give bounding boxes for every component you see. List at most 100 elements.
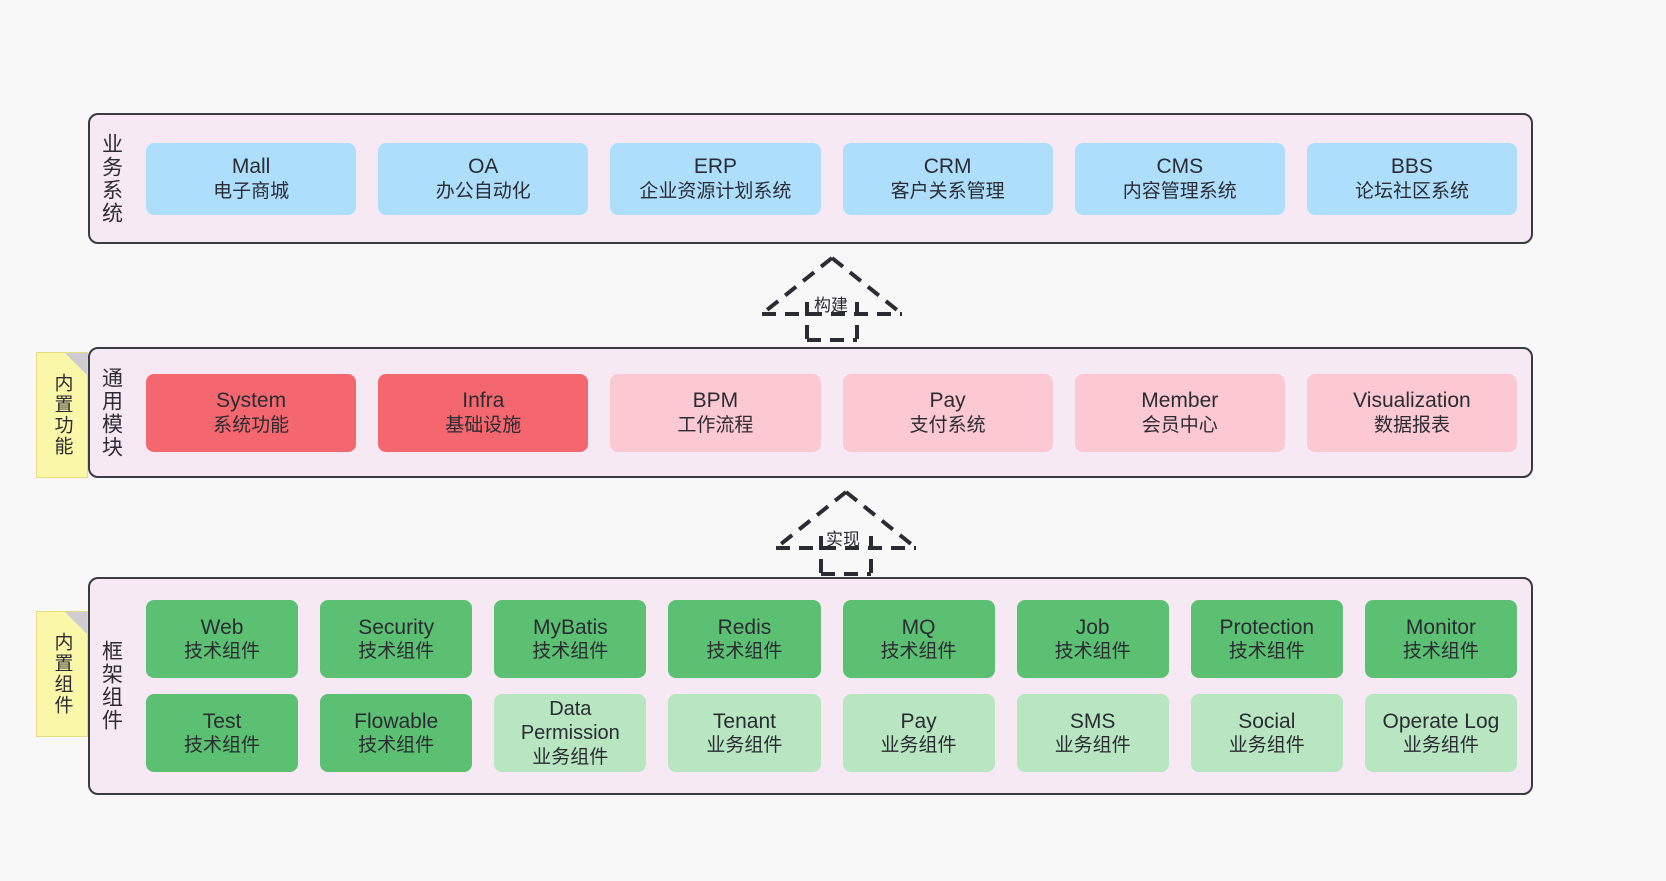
layer-business-systems: 业务系统 Mall 电子商城 OA 办公自动化 ERP 企业资源计划系统 CRM… (88, 113, 1533, 244)
module-oa-en: OA (468, 155, 499, 179)
component-redis-en: Redis (717, 615, 772, 639)
layer-common-modules: 通用模块 System 系统功能 Infra 基础设施 BPM 工作流程 Pay… (88, 347, 1533, 478)
component-monitor-en: Monitor (1405, 615, 1476, 639)
component-protection-cn: 技术组件 (1228, 641, 1305, 663)
layer-framework-title: 框架组件 (99, 640, 123, 732)
module-infra[interactable]: Infra 基础设施 (378, 373, 589, 452)
component-pay-cn: 业务组件 (880, 735, 957, 757)
component-pay[interactable]: Pay 业务组件 (842, 694, 995, 772)
component-sms[interactable]: SMS 业务组件 (1016, 694, 1169, 772)
component-mq-cn: 技术组件 (880, 641, 957, 663)
layer-business-body: Mall 电子商城 OA 办公自动化 ERP 企业资源计划系统 CRM 客户关系… (132, 115, 1531, 242)
connector-build-icon (760, 256, 904, 342)
module-mall-en: Mall (231, 155, 271, 179)
module-visualization[interactable]: Visualization 数据报表 (1306, 373, 1518, 452)
module-system[interactable]: System 系统功能 (146, 373, 357, 452)
module-visualization-en: Visualization (1353, 389, 1471, 413)
component-web[interactable]: Web 技术组件 (146, 600, 299, 678)
component-job[interactable]: Job 技术组件 (1016, 600, 1169, 678)
module-system-en: System (216, 389, 287, 413)
component-social[interactable]: Social 业务组件 (1190, 694, 1343, 772)
module-oa[interactable]: OA 办公自动化 (378, 142, 589, 215)
module-cms[interactable]: CMS 内容管理系统 (1074, 142, 1285, 215)
component-redis-cn: 技术组件 (706, 641, 783, 663)
component-flowable-en: Flowable (354, 709, 439, 733)
component-mybatis-cn: 技术组件 (532, 641, 609, 663)
connector-implement-label: 实现 (826, 530, 860, 549)
sticky-note-builtin-features: 内置功能 (36, 352, 88, 478)
module-bpm-en: BPM (692, 389, 739, 413)
module-cms-en: CMS (1156, 155, 1204, 179)
layer-framework-components: 框架组件 Web 技术组件 Security 技术组件 MyBatis 技术组件… (88, 577, 1533, 795)
module-erp-cn: 企业资源计划系统 (639, 180, 792, 202)
component-flowable-cn: 技术组件 (358, 735, 435, 757)
component-mybatis[interactable]: MyBatis 技术组件 (494, 600, 647, 678)
module-infra-cn: 基础设施 (445, 414, 522, 436)
layer-common-body: System 系统功能 Infra 基础设施 BPM 工作流程 Pay 支付系统… (132, 349, 1531, 476)
component-operate-log-en: Operate Log (1382, 709, 1500, 733)
module-crm[interactable]: CRM 客户关系管理 (842, 142, 1053, 215)
module-pay-cn: 支付系统 (909, 414, 986, 436)
framework-row-1: Web 技术组件 Security 技术组件 MyBatis 技术组件 Redi… (146, 600, 1517, 678)
connector-build (752, 252, 912, 342)
component-job-cn: 技术组件 (1054, 641, 1131, 663)
module-mall[interactable]: Mall 电子商城 (146, 142, 357, 215)
connector-build-label: 构建 (814, 296, 848, 315)
component-security[interactable]: Security 技术组件 (320, 600, 473, 678)
module-bpm-cn: 工作流程 (677, 414, 754, 436)
component-web-en: Web (200, 615, 244, 639)
module-member-cn: 会员中心 (1141, 414, 1218, 436)
component-test-en: Test (202, 709, 242, 733)
module-bpm[interactable]: BPM 工作流程 (610, 373, 821, 452)
business-row: Mall 电子商城 OA 办公自动化 ERP 企业资源计划系统 CRM 客户关系… (146, 142, 1518, 215)
component-tenant-cn: 业务组件 (706, 735, 783, 757)
module-oa-cn: 办公自动化 (435, 180, 531, 202)
component-protection[interactable]: Protection 技术组件 (1190, 600, 1343, 678)
component-job-en: Job (1075, 615, 1110, 639)
module-cms-cn: 内容管理系统 (1122, 180, 1237, 202)
framework-row-2: Test 技术组件 Flowable 技术组件 Data Permission … (146, 694, 1517, 772)
component-sms-en: SMS (1069, 709, 1116, 733)
common-row: System 系统功能 Infra 基础设施 BPM 工作流程 Pay 支付系统… (146, 373, 1518, 452)
module-crm-en: CRM (923, 155, 972, 179)
component-security-cn: 技术组件 (358, 641, 435, 663)
module-bbs-cn: 论坛社区系统 (1354, 180, 1469, 202)
sticky-note-builtin-components: 内置组件 (36, 611, 88, 737)
module-member-en: Member (1141, 389, 1219, 413)
component-flowable[interactable]: Flowable 技术组件 (320, 694, 473, 772)
component-operate-log-cn: 业务组件 (1402, 735, 1479, 757)
module-member[interactable]: Member 会员中心 (1074, 373, 1285, 452)
component-tenant[interactable]: Tenant 业务组件 (668, 694, 821, 772)
component-operate-log[interactable]: Operate Log 业务组件 (1364, 694, 1517, 772)
component-social-en: Social (1238, 709, 1296, 733)
component-redis[interactable]: Redis 技术组件 (668, 600, 821, 678)
component-data-permission[interactable]: Data Permission 业务组件 (494, 694, 647, 772)
module-bbs-en: BBS (1390, 155, 1433, 179)
component-security-en: Security (358, 615, 435, 639)
component-mq[interactable]: MQ 技术组件 (842, 600, 995, 678)
component-test[interactable]: Test 技术组件 (146, 694, 299, 772)
module-crm-cn: 客户关系管理 (890, 180, 1005, 202)
module-pay-en: Pay (929, 389, 966, 413)
module-visualization-cn: 数据报表 (1373, 414, 1450, 436)
component-tenant-en: Tenant (712, 709, 776, 733)
component-data-permission-en: Data Permission (520, 698, 620, 745)
component-sms-cn: 业务组件 (1054, 735, 1131, 757)
layer-common-title: 通用模块 (99, 366, 123, 459)
connector-implement-icon (774, 490, 918, 576)
module-bbs[interactable]: BBS 论坛社区系统 (1306, 142, 1518, 215)
component-data-permission-cn: 业务组件 (532, 746, 609, 768)
module-pay[interactable]: Pay 支付系统 (842, 373, 1053, 452)
layer-framework-body: Web 技术组件 Security 技术组件 MyBatis 技术组件 Redi… (132, 579, 1531, 793)
module-erp[interactable]: ERP 企业资源计划系统 (610, 142, 821, 215)
component-web-cn: 技术组件 (184, 641, 261, 663)
component-mq-en: MQ (901, 615, 936, 639)
component-social-cn: 业务组件 (1228, 735, 1305, 757)
component-mybatis-en: MyBatis (532, 615, 608, 639)
component-monitor[interactable]: Monitor 技术组件 (1364, 600, 1517, 678)
module-system-cn: 系统功能 (213, 414, 290, 436)
layer-business-title: 业务系统 (99, 132, 123, 225)
module-erp-en: ERP (693, 155, 738, 179)
component-protection-en: Protection (1219, 615, 1315, 639)
